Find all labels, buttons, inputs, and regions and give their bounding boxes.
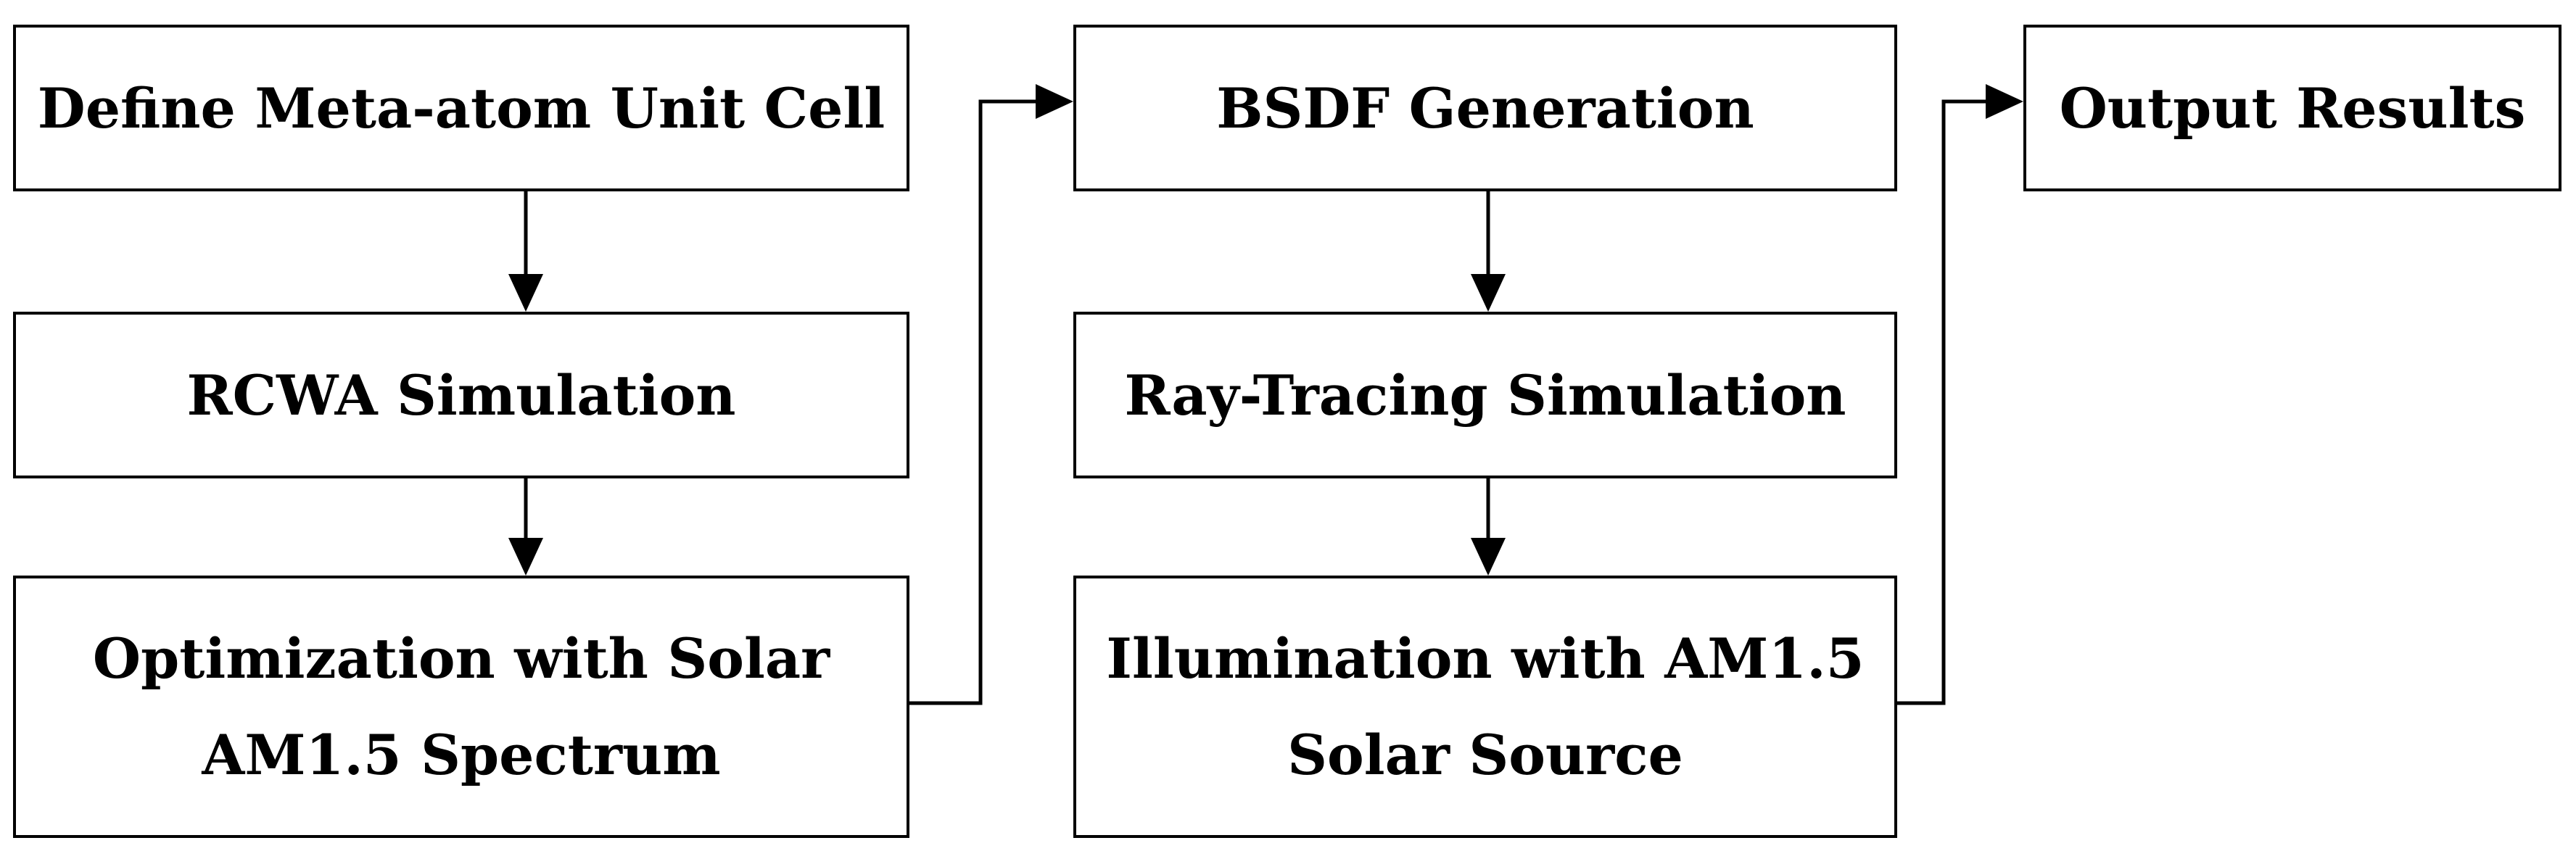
edge-opt-to-bsdf-arrowhead: [1036, 84, 1073, 119]
edge-ray-to-illum-arrowhead: [1471, 538, 1506, 576]
node-output-results: Output Results: [2023, 25, 2561, 191]
node-optimization-solar-spectrum: Optimization with Solar AM1.5 Spectrum: [13, 576, 909, 838]
node-illumination-solar-source: Illumination with AM1.5 Solar Source: [1073, 576, 1897, 838]
node-define-meta-atom-unit-cell: Define Meta-atom Unit Cell: [13, 25, 909, 191]
edge-define-to-rcwa-arrowhead: [508, 274, 543, 312]
node-rcwa-simulation: RCWA Simulation: [13, 312, 909, 478]
edge-bsdf-to-ray-arrowhead: [1471, 274, 1506, 312]
node-label: BSDF Generation: [1216, 75, 1754, 141]
node-label: Ray-Tracing Simulation: [1124, 362, 1846, 428]
node-bsdf-generation: BSDF Generation: [1073, 25, 1897, 191]
edge-rcwa-to-opt-arrowhead: [508, 538, 543, 576]
edge-illum-to-output: [1897, 99, 1987, 705]
edge-illum-to-output-arrowhead: [1986, 84, 2023, 119]
node-label: Output Results: [2059, 75, 2526, 141]
node-label: Optimization with Solar AM1.5 Spectrum: [92, 626, 830, 787]
node-label: RCWA Simulation: [186, 362, 736, 428]
node-label: Define Meta-atom Unit Cell: [37, 75, 886, 141]
node-ray-tracing-simulation: Ray-Tracing Simulation: [1073, 312, 1897, 478]
edge-opt-to-bsdf: [909, 99, 1037, 705]
node-label: Illumination with AM1.5 Solar Source: [1106, 626, 1865, 787]
